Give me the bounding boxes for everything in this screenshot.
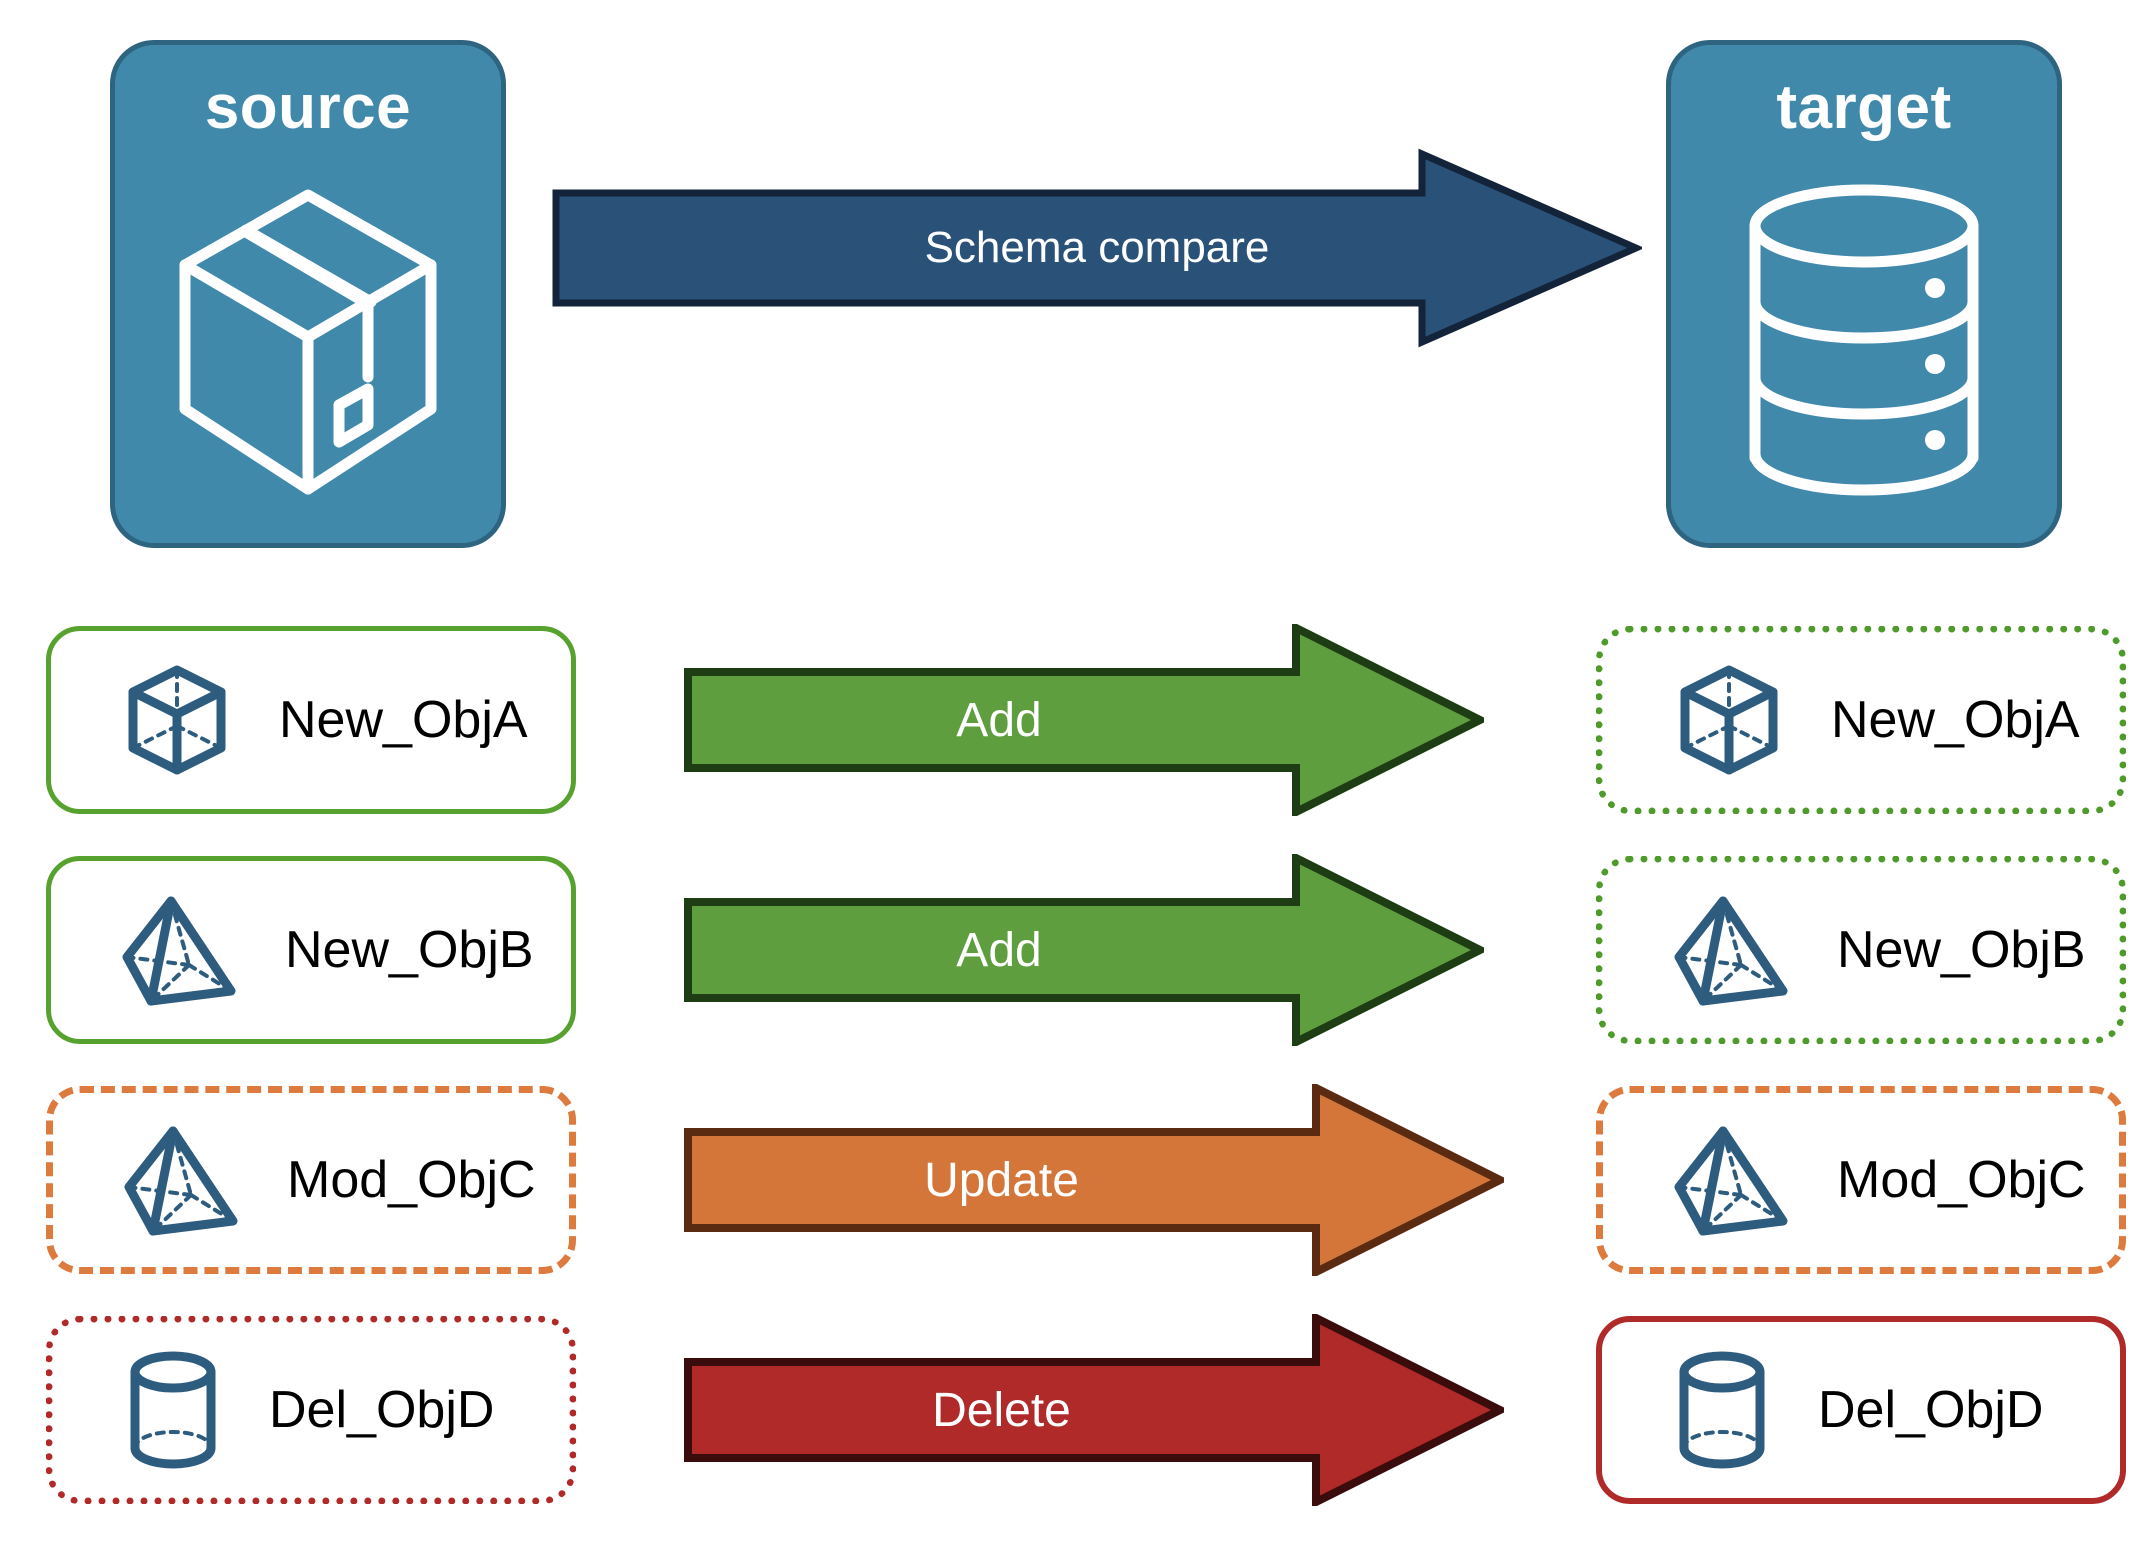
add-arrow-label: Add bbox=[956, 923, 1042, 977]
object-name-label: New_ObjA bbox=[1831, 691, 2080, 749]
schema-compare-arrow[interactable]: Schema compare bbox=[552, 148, 1642, 348]
add-arrow[interactable]: Add bbox=[684, 854, 1484, 1046]
database-stack-icon bbox=[1671, 140, 2057, 543]
source-endpoint-card[interactable]: source bbox=[110, 40, 506, 548]
package-box-icon bbox=[115, 140, 501, 543]
target-object-box[interactable]: New_ObjA bbox=[1596, 626, 2126, 814]
cube-icon bbox=[119, 662, 235, 778]
delete-arrow[interactable]: Delete bbox=[684, 1314, 1504, 1506]
pyramid-icon bbox=[1671, 891, 1793, 1009]
object-name-label: Mod_ObjC bbox=[287, 1151, 536, 1209]
source-object-box[interactable]: Mod_ObjC bbox=[46, 1086, 576, 1274]
source-object-box[interactable]: New_ObjA bbox=[46, 626, 576, 814]
object-name-label: New_ObjB bbox=[1837, 921, 2086, 979]
schema-compare-label: Schema compare bbox=[924, 223, 1270, 272]
add-arrow-label: Add bbox=[956, 693, 1042, 747]
object-name-label: New_ObjA bbox=[279, 691, 528, 749]
object-name-label: Del_ObjD bbox=[1818, 1381, 2044, 1439]
object-name-label: Del_ObjD bbox=[269, 1381, 495, 1439]
add-arrow[interactable]: Add bbox=[684, 624, 1484, 816]
update-arrow-label: Update bbox=[924, 1153, 1079, 1207]
target-endpoint-card[interactable]: target bbox=[1666, 40, 2062, 548]
cylinder-icon bbox=[1670, 1348, 1774, 1472]
target-object-box[interactable]: Mod_ObjC bbox=[1596, 1086, 2126, 1274]
pyramid-icon bbox=[121, 1121, 243, 1239]
delete-arrow-label: Delete bbox=[932, 1383, 1071, 1437]
object-name-label: New_ObjB bbox=[285, 921, 534, 979]
update-arrow[interactable]: Update bbox=[684, 1084, 1504, 1276]
source-object-box[interactable]: New_ObjB bbox=[46, 856, 576, 1044]
target-object-box[interactable]: New_ObjB bbox=[1596, 856, 2126, 1044]
cube-icon bbox=[1671, 662, 1787, 778]
cylinder-icon bbox=[121, 1348, 225, 1472]
pyramid-icon bbox=[1671, 1121, 1793, 1239]
target-object-box[interactable]: Del_ObjD bbox=[1596, 1316, 2126, 1504]
object-name-label: Mod_ObjC bbox=[1837, 1151, 2086, 1209]
target-title: target bbox=[1776, 73, 1952, 142]
source-title: source bbox=[204, 73, 412, 142]
source-object-box[interactable]: Del_ObjD bbox=[46, 1316, 576, 1504]
pyramid-icon bbox=[119, 891, 241, 1009]
